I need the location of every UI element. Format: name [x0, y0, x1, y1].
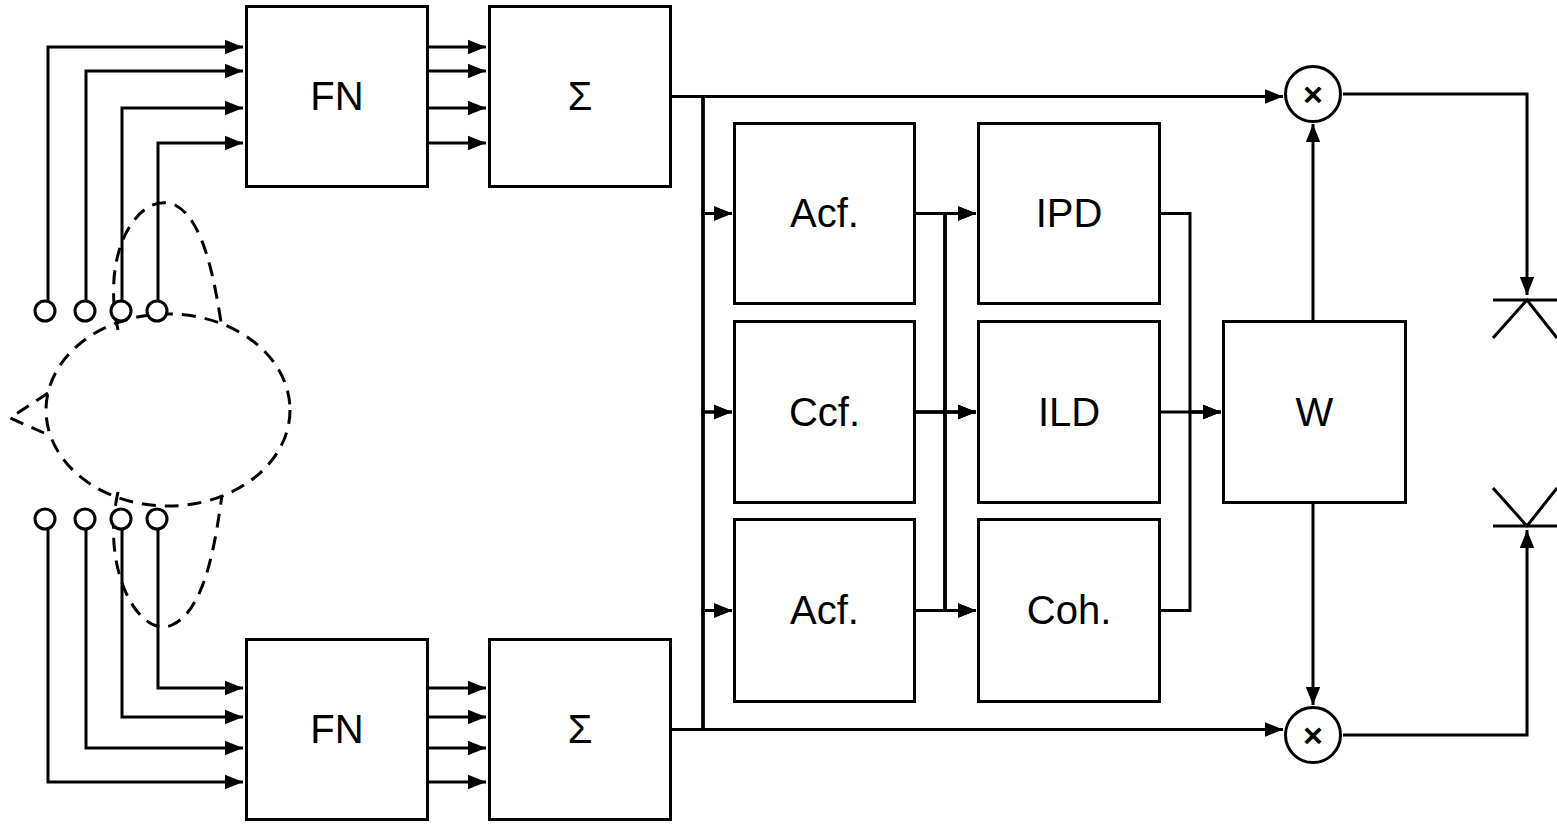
connector [672, 611, 732, 730]
connector-line [916, 214, 976, 611]
connector [1161, 214, 1221, 413]
connector-line [429, 781, 486, 784]
connector-line [1161, 214, 1221, 413]
connector-line [1161, 412, 1221, 611]
box-label: Ccf. [789, 390, 860, 435]
box-label: × [1303, 718, 1323, 752]
connector [672, 412, 732, 730]
connector-line [672, 728, 1283, 731]
connector [429, 688, 486, 782]
connector [672, 214, 732, 730]
connector-line [916, 412, 976, 611]
connector [1161, 412, 1221, 611]
filter-bank-box: FN [245, 5, 429, 188]
box-label: Coh. [1027, 588, 1112, 633]
sum-box: Σ [488, 638, 672, 821]
process-box: Acf. [733, 518, 916, 703]
connector-line [429, 46, 486, 49]
connector-line [429, 747, 486, 750]
connector [916, 412, 976, 611]
box-label: × [1303, 77, 1323, 111]
connector-line [916, 609, 976, 612]
connector-line [916, 412, 976, 611]
box-label: Σ [568, 707, 593, 752]
microphones [35, 301, 167, 529]
box-label: W [1296, 390, 1334, 435]
connector [1313, 124, 1314, 320]
connector-line [429, 70, 486, 73]
box-label: IPD [1036, 191, 1103, 236]
box-label: FN [310, 74, 363, 119]
multiplier-circle: × [1284, 65, 1342, 123]
connector [916, 412, 976, 611]
sum-box: Σ [488, 5, 672, 188]
filter-bank-box: FN [245, 638, 429, 821]
weight-box: W [1222, 320, 1407, 504]
box-label: ILD [1038, 390, 1100, 435]
connector-line [429, 716, 486, 719]
connector [1313, 504, 1314, 705]
box-label: Σ [568, 74, 593, 119]
connector [672, 729, 1283, 730]
box-label: Acf. [790, 191, 859, 236]
process-box: Acf. [733, 122, 916, 305]
connector-line [916, 214, 976, 611]
connector [916, 214, 976, 611]
process-box: IPD [977, 122, 1161, 305]
connector-line [429, 107, 486, 110]
connector-line [1312, 124, 1315, 320]
head-outline [10, 203, 290, 627]
connector-line [1312, 504, 1315, 705]
connector-line [672, 95, 1283, 98]
connector-line [672, 214, 732, 730]
multiplier-circle: × [1284, 706, 1342, 764]
box-label: FN [310, 707, 363, 752]
process-box: ILD [977, 320, 1161, 504]
connector-line [429, 687, 486, 690]
process-box: Ccf. [733, 320, 916, 504]
box-label: Acf. [790, 588, 859, 633]
process-box: Coh. [977, 518, 1161, 703]
connector-line [429, 142, 486, 145]
connector [916, 610, 976, 611]
connector [916, 214, 976, 611]
mic-wires [48, 47, 243, 782]
connector [429, 47, 486, 143]
connector-line [672, 412, 732, 730]
connector [672, 96, 1283, 97]
connector-line [672, 611, 732, 730]
